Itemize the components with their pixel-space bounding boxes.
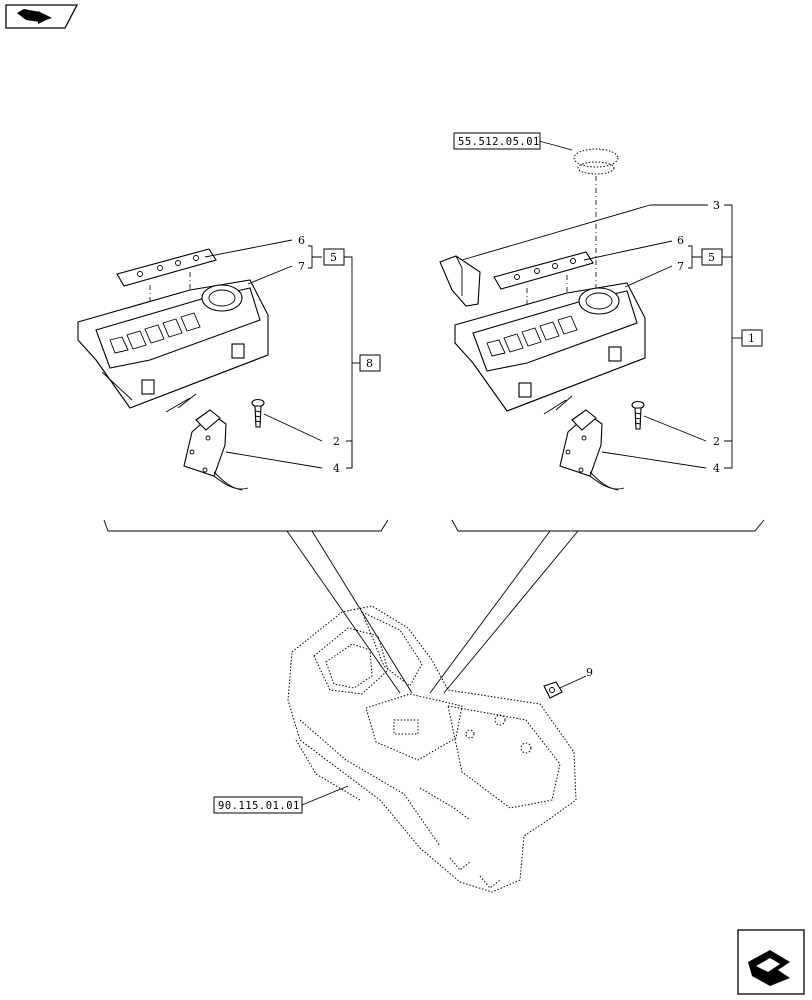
- prev-arrow-icon[interactable]: [5, 4, 79, 29]
- callout-2-right: 2: [713, 435, 720, 448]
- right-plate: [493, 251, 594, 290]
- kit-box-right-5[interactable]: 5: [701, 248, 723, 266]
- left-panel: [77, 279, 269, 409]
- callout-4-left: 4: [333, 462, 340, 475]
- callout-6-left: 6: [298, 234, 305, 247]
- console: [287, 605, 577, 893]
- right-switch: [559, 409, 625, 491]
- ref-box-bottom[interactable]: 90.115.01.01: [213, 796, 303, 814]
- callout-7-left: 7: [298, 260, 305, 273]
- kit-box-right-1[interactable]: 1: [741, 329, 763, 347]
- svg-text:5: 5: [708, 251, 715, 264]
- right-assembly: [439, 148, 646, 491]
- left-screw: [251, 398, 265, 428]
- callout-4-right: 4: [713, 462, 720, 475]
- callout-6-right: 6: [677, 234, 684, 247]
- callout-9: 9: [586, 666, 593, 679]
- right-cap: [573, 148, 619, 175]
- detail-frame-lines: [103, 519, 765, 694]
- svg-text:5: 5: [330, 251, 337, 264]
- svg-text:1: 1: [748, 332, 755, 345]
- svg-text:8: 8: [366, 357, 373, 370]
- right-panel: [454, 282, 646, 412]
- svg-text:55.512.05.01: 55.512.05.01: [458, 136, 540, 148]
- svg-text:90.115.01.01: 90.115.01.01: [218, 800, 300, 812]
- left-callouts: [204, 239, 360, 469]
- left-switch: [183, 409, 249, 491]
- callout-7-right: 7: [677, 260, 684, 273]
- left-plate: [116, 248, 217, 287]
- kit-box-left-5[interactable]: 5: [323, 248, 345, 266]
- callout-3-right: 3: [713, 199, 720, 212]
- nut-part: [543, 675, 587, 699]
- right-bracket: [439, 255, 481, 307]
- right-callouts: [461, 140, 742, 469]
- right-screw: [631, 400, 645, 430]
- callout-2-left: 2: [333, 435, 340, 448]
- kit-box-left-8[interactable]: 8: [359, 354, 381, 372]
- left-assembly: [77, 248, 269, 491]
- next-arrow-icon[interactable]: [737, 929, 805, 995]
- ref-box-top[interactable]: 55.512.05.01: [453, 132, 541, 150]
